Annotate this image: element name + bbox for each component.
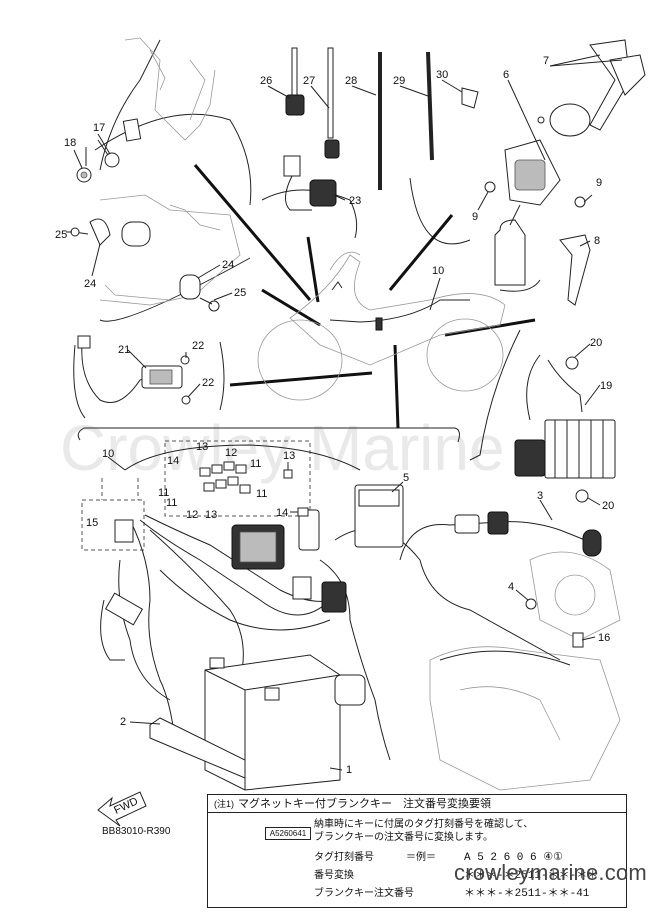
frame-detail-mid-left <box>70 194 241 312</box>
callout-13-a: 13 <box>196 441 208 453</box>
callout-5: 5 <box>403 472 409 484</box>
callout-30: 30 <box>436 69 448 81</box>
bracket-21-left <box>73 344 86 419</box>
callout-12-b: 12 <box>186 509 198 521</box>
bracket-21-right <box>219 341 225 411</box>
callout-11-b: 11 <box>158 487 169 499</box>
bracket-rectifier-left <box>469 329 521 461</box>
note-line-2: ブランクキーの注文番号に変換します。 <box>314 832 493 843</box>
callout-9-left: 9 <box>472 211 478 223</box>
site-watermark: crowleymarine.com <box>454 860 647 885</box>
callout-6: 6 <box>503 69 509 81</box>
callout-24-left: 24 <box>84 278 96 290</box>
note-row-tag-number: タグ打刻番号 ＝例＝ A 5 2 6 0 6 ④① <box>314 851 563 865</box>
row-value: ＊＊＊-＊2511-＊＊-＊＊ <box>464 870 599 882</box>
reference-code: BB83010-R390 <box>102 826 171 837</box>
fwd-arrow: FWD <box>97 791 147 827</box>
bracket-harness-top <box>77 427 460 443</box>
callout-14-b: 14 <box>276 507 288 519</box>
row-eq: ＝例＝ <box>406 852 436 863</box>
callout-3: 3 <box>537 490 543 502</box>
callout-13-c: 13 <box>205 509 217 521</box>
motorcycle-outline <box>257 251 506 401</box>
leader-relay <box>229 371 373 387</box>
callout-27: 27 <box>303 75 315 87</box>
callout-10-left: 10 <box>102 448 114 460</box>
callout-12-a: 12 <box>225 447 237 459</box>
ignition-switch <box>484 39 646 306</box>
callout-29: 29 <box>393 75 405 87</box>
fuse-group-box <box>164 440 311 517</box>
callout-11-a: 11 <box>250 458 261 470</box>
main-harness-group <box>81 440 561 761</box>
callout-25-left: 25 <box>55 229 67 241</box>
bracket-ignition-left <box>409 177 471 245</box>
starter-motor-area <box>399 511 621 791</box>
callout-11-c: 11 <box>166 497 177 509</box>
callout-26: 26 <box>260 75 272 87</box>
callout-11-d: 11 <box>256 488 267 500</box>
relay-assembly <box>77 335 191 405</box>
callout-9-right: 9 <box>596 177 602 189</box>
leader-frame-left <box>261 288 321 327</box>
callout-leaders <box>66 54 623 771</box>
row-label: 番号変換 <box>314 870 354 881</box>
note-tag: (注1) <box>214 799 234 809</box>
rectifier-regulator <box>514 354 616 503</box>
callout-24-right: 24 <box>222 259 234 271</box>
key-tag-number: A5260641 <box>265 827 311 840</box>
bracket-23 <box>261 189 358 239</box>
note-header: (注1) マグネットキー付ブランクキー 注文番号変換要領 <box>208 795 626 813</box>
callout-25-right: 25 <box>234 287 246 299</box>
note-line-1: 納車時にキーに付属のタグ打刻番号を確認して、 <box>314 819 534 830</box>
row-label: ブランクキー注文番号 <box>314 888 414 899</box>
leader-frame <box>193 164 312 301</box>
callout-18: 18 <box>64 137 76 149</box>
callout-14-a: 14 <box>167 455 179 467</box>
callout-28: 28 <box>345 75 357 87</box>
note-row-blank-key-number: ブランクキー注文番号 ＊＊＊-＊2511-＊＊-41 <box>314 887 589 901</box>
fuse-holder-and-bands <box>283 47 479 211</box>
callout-22-bottom: 22 <box>202 377 214 389</box>
callout-13-b: 13 <box>283 450 295 462</box>
bracket-ignition-bottom <box>499 279 541 292</box>
callout-4: 4 <box>508 581 514 593</box>
callout-numbers: 17 18 25 24 24 25 21 22 22 26 27 28 29 3… <box>55 55 614 776</box>
row-value: ＊＊＊-＊2511-＊＊-41 <box>464 888 590 900</box>
frame-outline <box>99 39 161 171</box>
bracket-frame-left <box>99 257 251 322</box>
magnet-key-note-box: (注1) マグネットキー付ブランクキー 注文番号変換要領 A5260641 納車時… <box>207 794 627 908</box>
callout-10-top: 10 <box>432 265 444 277</box>
frame-detail-top-left <box>73 37 216 183</box>
callout-1: 1 <box>346 764 352 776</box>
callout-17: 17 <box>93 122 105 134</box>
callout-23: 23 <box>349 195 361 207</box>
callout-22-top: 22 <box>192 340 204 352</box>
leader-ignition <box>388 214 454 291</box>
callout-20-top: 20 <box>590 337 602 349</box>
callout-16: 16 <box>598 632 610 644</box>
callout-2: 2 <box>120 716 126 728</box>
callout-20-bottom: 20 <box>602 500 614 512</box>
leader-harness <box>393 344 400 429</box>
battery <box>149 654 366 791</box>
note-title: マグネットキー付ブランクキー 注文番号変換要領 <box>238 798 491 810</box>
callout-8: 8 <box>594 235 600 247</box>
callout-21: 21 <box>118 344 130 356</box>
row-label: タグ打刻番号 <box>314 852 374 863</box>
relay-15-box <box>81 499 145 551</box>
callout-19: 19 <box>600 380 612 392</box>
callout-15: 15 <box>86 517 98 529</box>
row-value: A 5 2 6 0 6 ④① <box>464 852 563 864</box>
leader-fuse-holder <box>306 236 320 303</box>
note-row-conversion: 番号変換 ＊＊＊-＊2511-＊＊-＊＊ <box>314 869 598 883</box>
callout-7: 7 <box>543 55 549 67</box>
